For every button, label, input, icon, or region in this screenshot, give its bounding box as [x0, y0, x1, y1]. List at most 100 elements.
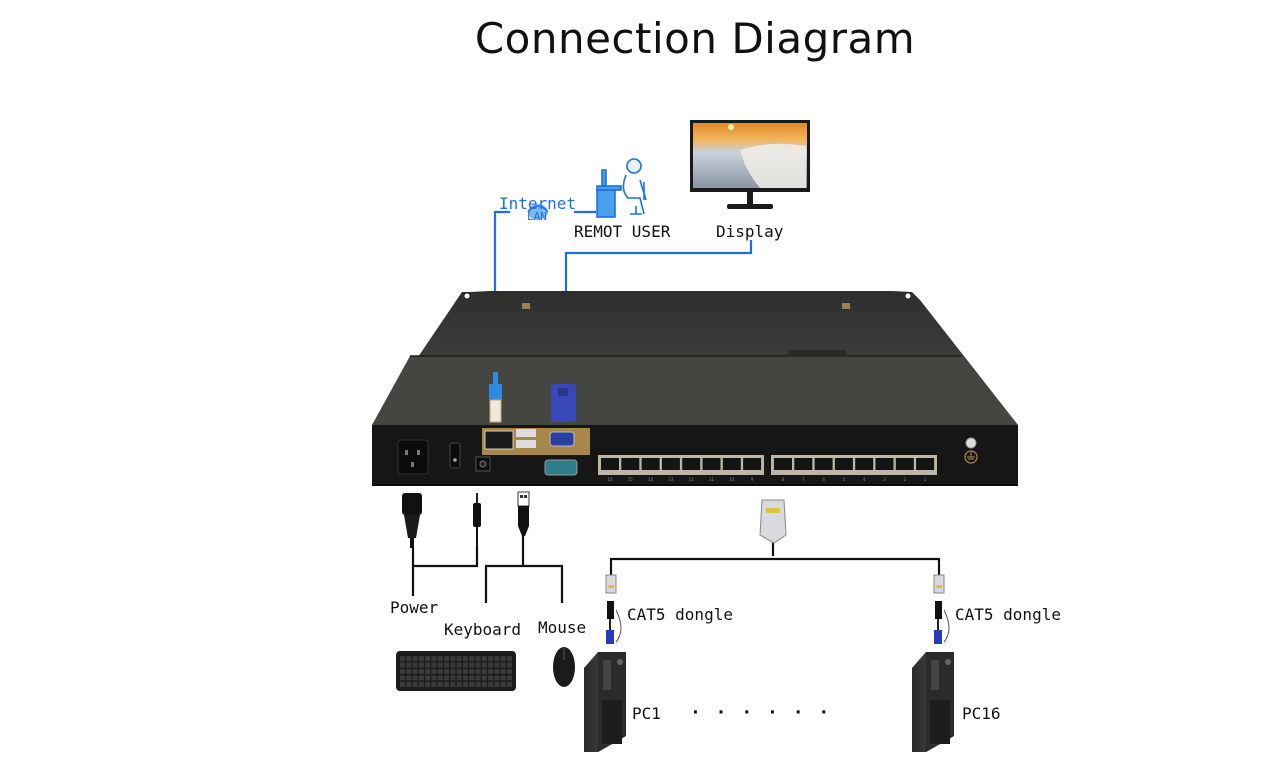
power-switch[interactable] [449, 442, 461, 469]
port-group-frame [771, 455, 937, 475]
port-number-label: 6 [822, 477, 825, 482]
keyboard-key [507, 675, 513, 681]
keyboard-key [507, 656, 513, 661]
keyboard-key [456, 656, 462, 661]
usb-port [516, 429, 536, 437]
port-number-label: 8 [782, 477, 785, 482]
port-number-label: 16 [607, 477, 613, 482]
mouse-label: Mouse [538, 618, 587, 637]
keyboard-key [425, 656, 431, 661]
keyboard-key [437, 669, 443, 674]
pc16-tower-icon [912, 652, 954, 752]
rj45-port-11[interactable] [702, 458, 721, 470]
keyboard-key [400, 682, 405, 687]
port-number-label: 7 [802, 477, 805, 482]
keyboard-key [463, 662, 468, 668]
pc-ellipsis: · · · · · · [690, 702, 832, 723]
cat5-dongle-left-icon [606, 601, 622, 644]
remote-user-icon [596, 158, 647, 218]
keyboard-key [481, 669, 487, 674]
keyboard-key [450, 682, 456, 687]
keyboard-key [463, 669, 468, 674]
keyboard-key [412, 656, 418, 661]
rj45-port-1[interactable] [916, 458, 935, 470]
rj45-port-4[interactable] [855, 458, 874, 470]
keyboard-key [400, 656, 405, 661]
keyboard-key [488, 669, 494, 674]
keyboard-key [463, 656, 468, 661]
keyboard-key [412, 682, 418, 687]
pc1-tower-icon [584, 652, 626, 752]
cat5-dongle-right-label: CAT5 dongle [955, 605, 1061, 624]
rj45-port-15[interactable] [621, 458, 640, 470]
port-number-label: 15 [628, 477, 634, 482]
keyboard-key [488, 675, 494, 681]
keyboard-key [444, 662, 450, 668]
keyboard-key [400, 669, 405, 674]
rj45-port-7[interactable] [794, 458, 813, 470]
port-number-label: 14 [648, 477, 654, 482]
rj45-port-10[interactable] [722, 458, 741, 470]
vga-port [549, 431, 575, 447]
keyboard-key [412, 669, 418, 674]
rj45-port-3[interactable] [875, 458, 894, 470]
rj45-port-5[interactable] [834, 458, 853, 470]
keyboard-key [431, 656, 437, 661]
lan-port [484, 430, 514, 450]
rj45-port-16[interactable] [601, 458, 619, 470]
power-label: Power [390, 598, 439, 617]
rj45-port-12[interactable] [682, 458, 701, 470]
lan-globe-icon [527, 204, 549, 220]
port-number-label: 13 [668, 477, 674, 482]
keyboard-key [425, 662, 431, 668]
keyboard-key [406, 656, 412, 661]
keyboard-key [437, 662, 443, 668]
rj45-plug-icon [489, 372, 502, 423]
port-number-label: 9 [751, 477, 754, 482]
keyboard-key [500, 682, 506, 687]
rj45-port-6[interactable] [814, 458, 833, 470]
keyboard-key [469, 682, 475, 687]
keyboard-key [500, 669, 506, 674]
keyboard-key [500, 675, 506, 681]
keyboard-key [406, 682, 412, 687]
rj45-connector-small-right [933, 574, 945, 594]
keyboard-key [469, 662, 475, 668]
rj45-port-13[interactable] [661, 458, 680, 470]
port-number-label: 3 [883, 477, 886, 482]
peripheral-wires [411, 536, 564, 603]
cat5-bus-wires [609, 540, 941, 575]
display-monitor-icon [690, 120, 810, 209]
rj45-port-14[interactable] [641, 458, 660, 470]
port-number-label: 2 [904, 477, 907, 482]
keyboard-key [494, 662, 500, 668]
keyboard-key [463, 682, 468, 687]
dc-plug-icon [473, 493, 481, 547]
rj45-port-9[interactable] [743, 458, 762, 470]
keyboard-icon [396, 651, 516, 691]
keyboard-key [444, 682, 450, 687]
keyboard-key [406, 675, 412, 681]
cat5-dongle-left-label: CAT5 dongle [627, 605, 733, 624]
keyboard-key [456, 669, 462, 674]
keyboard-key [418, 675, 424, 681]
keyboard-key [481, 662, 487, 668]
keyboard-key [418, 669, 424, 674]
ground-screw-icon [964, 437, 978, 464]
keyboard-key [481, 675, 487, 681]
keyboard-key [475, 669, 481, 674]
port-number-label: 5 [843, 477, 846, 482]
keyboard-key [481, 682, 487, 687]
rj45-port-8[interactable] [774, 458, 792, 470]
keyboard-key [456, 675, 462, 681]
keyboard-key [418, 656, 424, 661]
keyboard-key [475, 682, 481, 687]
vga-plug-icon [551, 384, 576, 422]
rj45-port-2[interactable] [895, 458, 914, 470]
internet-label: Internet [499, 194, 577, 213]
keyboard-key [412, 662, 418, 668]
port-number-label: 10 [729, 477, 735, 482]
io-plate [482, 428, 590, 476]
keyboard-key [450, 662, 456, 668]
